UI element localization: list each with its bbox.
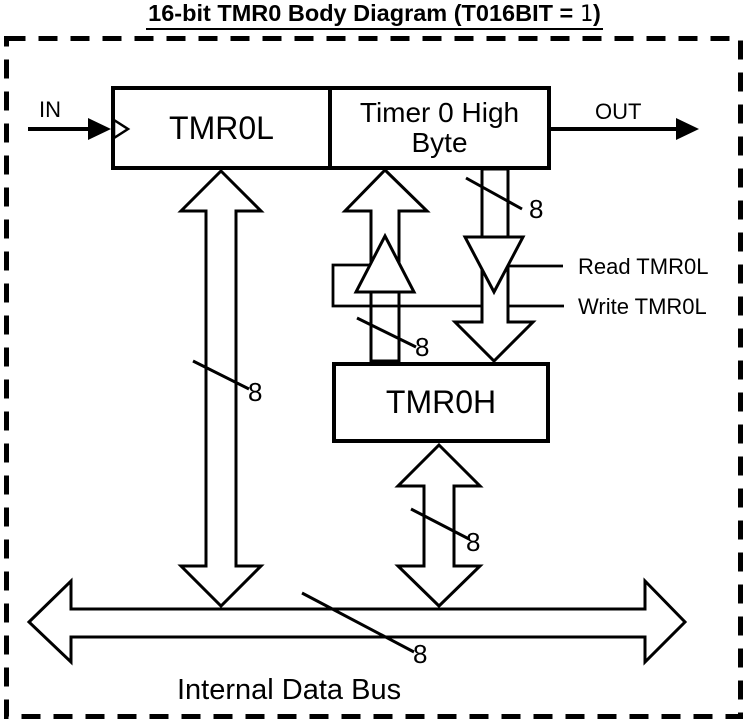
write-path-width-label: 8 (415, 332, 430, 362)
write-tmr0l-label: Write TMR0L (578, 294, 707, 319)
out-port-label: OUT (595, 99, 642, 124)
read-latch-triangle-icon (462, 235, 526, 296)
write-latch-triangle-icon (353, 232, 417, 294)
tmr0l-bus-width-label: 8 (248, 377, 263, 407)
tmr0h-label: TMR0H (385, 383, 497, 420)
bus-width-slash (356, 316, 417, 349)
out-arrowhead-icon (676, 118, 699, 140)
read-path-width-label: 8 (529, 194, 544, 224)
tmr0h-bus-arrow (394, 442, 484, 609)
timer0-high-byte-line1: Timer 0 High (359, 97, 520, 128)
page-title: 16-bit TMR0 Body Diagram (T016BIT = 1) (0, 0, 749, 30)
bus-width-slash (301, 591, 415, 654)
tmr0h-box (332, 362, 550, 443)
bus-width-slash (465, 176, 523, 211)
tmr0l-label: TMR0L (169, 110, 274, 146)
read-tmr0l-label: Read TMR0L (578, 254, 709, 279)
title-text: 16-bit TMR0 Body Diagram (T016BIT = (148, 0, 580, 26)
internal-bus-width-label: 8 (413, 639, 428, 669)
clock-input-icon (112, 117, 131, 141)
internal-data-bus-label: Internal Data Bus (177, 674, 402, 706)
write-enable-line (331, 263, 564, 308)
title-suffix: ) (593, 0, 601, 26)
bus-width-slash (192, 359, 250, 391)
tmr0l-bus-arrow (177, 168, 265, 609)
timer0-high-byte-box (328, 86, 551, 170)
bus-width-slash (410, 507, 470, 541)
timer0-high-byte-label: Timer 0 High Byte (330, 88, 549, 168)
title-bit-value: 1 (579, 2, 593, 27)
tmr0l-box (111, 86, 332, 170)
tmr0h-bus-width-label: 8 (466, 527, 481, 557)
timer0-high-byte-line2: Byte (411, 127, 468, 158)
dashed-border (4, 36, 743, 719)
in-port-label: IN (39, 97, 61, 122)
in-arrowhead-icon (88, 118, 111, 140)
